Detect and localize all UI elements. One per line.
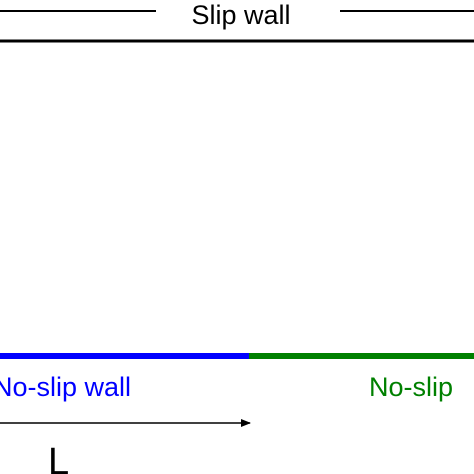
bottom-left-wall-label: No-slip wall <box>0 372 131 402</box>
top-wall-label: Slip wall <box>191 0 290 30</box>
bottom-right-wall-label: No-slip <box>369 372 453 402</box>
length-label: L <box>48 441 69 474</box>
